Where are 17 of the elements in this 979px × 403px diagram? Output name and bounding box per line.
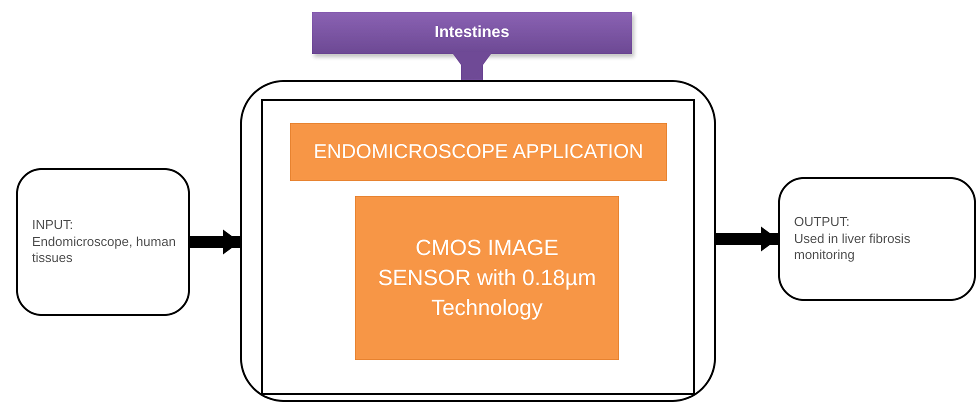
arrow bbox=[716, 226, 778, 252]
box-label: CMOS IMAGE SENSOR with 0.18µm Technology bbox=[376, 234, 598, 322]
process-box bbox=[290, 123, 667, 181]
process-box bbox=[355, 196, 619, 360]
box-label: Endomicroscope, human tissues bbox=[32, 234, 176, 268]
box-label: ENDOMICROSCOPE APPLICATION bbox=[314, 140, 644, 164]
arrow bbox=[190, 230, 240, 254]
frame-box bbox=[261, 99, 695, 395]
rounded-box bbox=[16, 168, 190, 316]
arrow bbox=[452, 52, 492, 80]
heading-label: OUTPUT: bbox=[794, 214, 851, 231]
box-label: Used in liver fibrosis monitoring bbox=[794, 230, 912, 264]
heading-label: INPUT: bbox=[32, 216, 74, 234]
box-label: Intestines bbox=[434, 24, 510, 42]
rounded-container bbox=[240, 80, 716, 402]
rounded-box bbox=[778, 177, 976, 301]
banner-box bbox=[312, 12, 632, 54]
